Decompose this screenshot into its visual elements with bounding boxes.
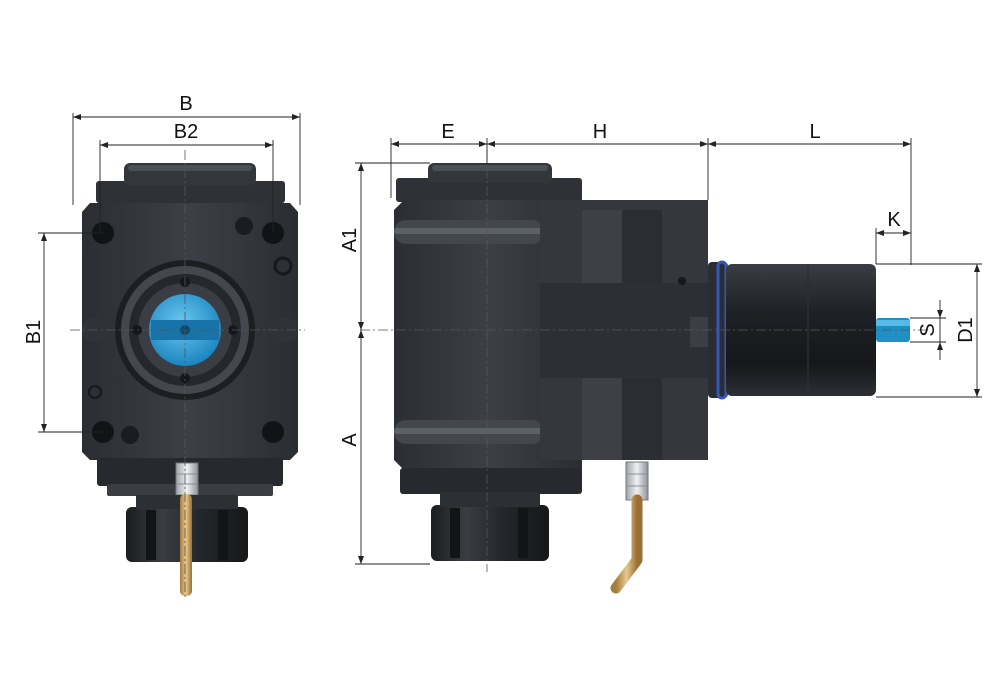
dim-label-a1: A1 <box>339 228 361 252</box>
side-coolant-tube <box>610 494 643 594</box>
dim-label-s: S <box>917 323 939 336</box>
center-lines <box>70 150 930 600</box>
dim-label-e: E <box>441 121 454 143</box>
side-collet-nut <box>431 505 549 561</box>
dim-label-a: A <box>339 433 361 447</box>
front-hole-br <box>262 421 284 443</box>
side-main-housing <box>394 200 582 470</box>
dim-label-d1: D1 <box>955 317 977 343</box>
dim-label-b1: B1 <box>23 320 45 344</box>
dim-label-k: K <box>887 209 901 231</box>
front-coolant-tube <box>180 494 192 596</box>
front-coolant-fitting <box>175 462 199 496</box>
dim-label-l: L <box>809 121 820 143</box>
side-view <box>394 163 910 594</box>
front-top-flange <box>96 181 285 203</box>
side-top-flange <box>396 178 582 202</box>
dim-label-b: B <box>179 93 192 115</box>
dimension-arrows <box>41 114 980 564</box>
dim-label-b2: B2 <box>174 121 198 143</box>
front-hole-tr <box>262 222 284 244</box>
dim-label-h: H <box>593 121 607 143</box>
front-view <box>82 163 298 596</box>
dimension-lines <box>38 113 982 565</box>
side-coolant-fitting <box>625 461 649 501</box>
